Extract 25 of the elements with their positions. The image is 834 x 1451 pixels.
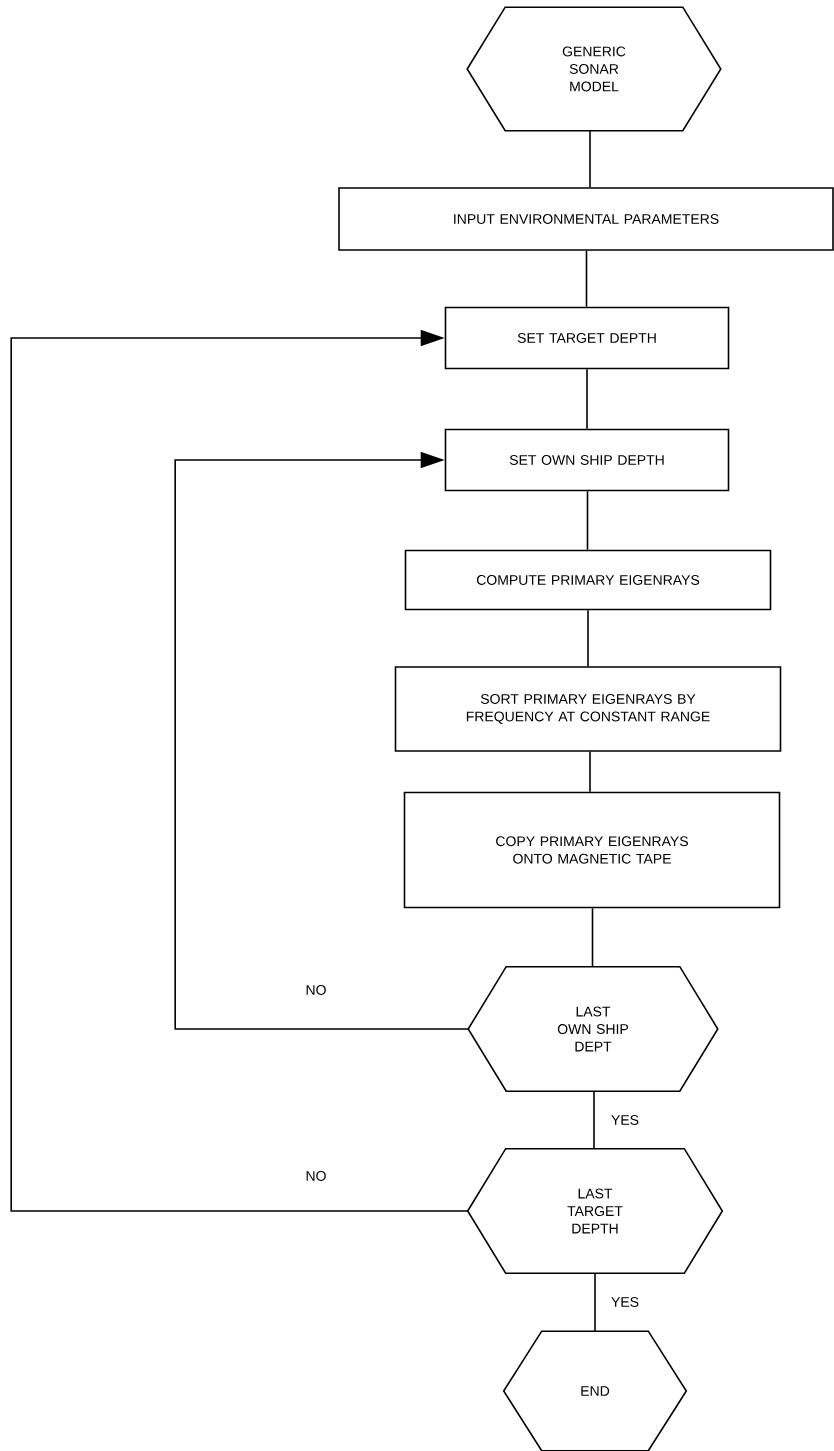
- edge-label: YES: [610, 1114, 640, 1126]
- connector-line: [591, 907, 594, 968]
- decision-hexagon: LAST TARGET DEPTH: [466, 1147, 724, 1275]
- process-box: INPUT ENVIRONMENTAL PARAMETERS: [338, 187, 834, 251]
- process-box: COPY PRIMARY EIGENRAYS ONTO MAGNETIC TAPE: [403, 791, 781, 909]
- connector-line: [593, 1090, 595, 1150]
- connector-line: [586, 368, 588, 430]
- process-box: SET TARGET DEPTH: [444, 306, 730, 370]
- terminal-hexagon: END: [502, 1330, 688, 1451]
- decision-hexagon: LAST OWN SHIP DEPT: [467, 965, 719, 1093]
- connector-line: [589, 751, 591, 793]
- terminal-hexagon: GENERIC SONAR MODEL: [466, 6, 722, 132]
- connector-line: [594, 1272, 596, 1332]
- edge-label: NO: [304, 1170, 328, 1182]
- process-box: COMPUTE PRIMARY EIGENRAYS: [404, 549, 772, 611]
- process-box: SET OWN SHIP DEPTH: [444, 428, 730, 492]
- arrow: [174, 451, 469, 1030]
- connector-line: [587, 609, 589, 667]
- connector-line: [585, 250, 588, 308]
- edge-label: YES: [610, 1296, 640, 1308]
- arrow: [10, 329, 469, 1212]
- edge-label: NO: [304, 984, 328, 996]
- connector-line: [589, 130, 591, 188]
- connector-line: [586, 490, 589, 551]
- process-box: SORT PRIMARY EIGENRAYS BY FREQUENCY AT CONSTANT RANGE: [394, 666, 782, 752]
